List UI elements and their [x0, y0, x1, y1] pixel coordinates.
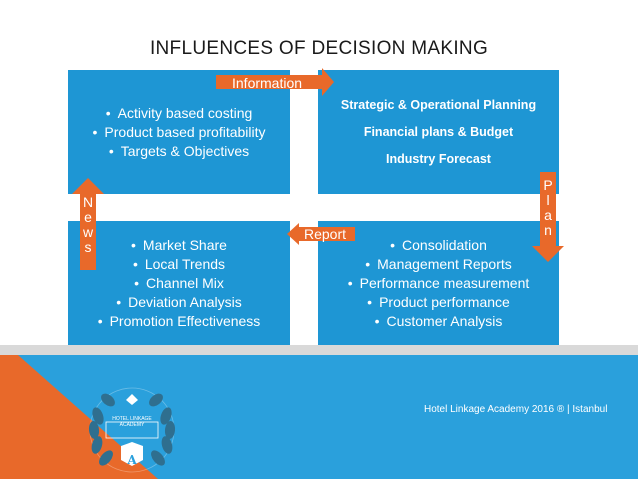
- list-item: Financial plans & Budget: [363, 124, 514, 139]
- list-item: Consolidation: [390, 236, 487, 255]
- logo-line: ACADEMY: [119, 422, 145, 428]
- plan-letter: l: [546, 192, 550, 208]
- news-letter: N: [82, 194, 94, 210]
- list-item: Strategic & Operational Planning: [340, 97, 537, 112]
- footer-band: [0, 345, 638, 479]
- list-item: Activity based costing: [106, 104, 253, 123]
- box-bottom-right: Consolidation Management Reports Perform…: [318, 221, 559, 345]
- logo-letter: A: [127, 453, 137, 467]
- plan-letter: P: [543, 177, 553, 193]
- list-item: Channel Mix: [134, 274, 224, 293]
- box-top-right: Strategic & Operational Planning Financi…: [318, 70, 559, 194]
- news-letter: s: [84, 239, 92, 255]
- list-item: Management Reports: [365, 255, 512, 274]
- report-arrow: [287, 223, 355, 245]
- footer-text: Hotel Linkage Academy 2016 ® | Istanbul: [424, 404, 608, 415]
- logo-line: HOTEL LINKAGE: [112, 416, 152, 422]
- news-arrow: [72, 178, 104, 270]
- box-top-left: Activity based costing Product based pro…: [68, 70, 290, 194]
- list-item: Deviation Analysis: [116, 293, 242, 312]
- news-letter: e: [84, 209, 92, 225]
- list-item: Market Share: [131, 236, 227, 255]
- plan-letter: a: [544, 207, 552, 223]
- news-label: N e w s: [81, 195, 95, 255]
- report-label: Report: [304, 226, 347, 242]
- plan-label: P l a n: [541, 178, 555, 238]
- footer-blue-shape: [18, 355, 638, 479]
- logo-name: HOTEL LINKAGE ACADEMY: [106, 416, 158, 428]
- plan-arrow: [532, 172, 564, 262]
- list-item: Targets & Objectives: [109, 142, 249, 161]
- list-item: Performance measurement: [348, 274, 530, 293]
- box-bottom-left: Market Share Local Trends Channel Mix De…: [68, 221, 290, 345]
- list-item: Promotion Effectiveness: [98, 312, 261, 331]
- page-title: INFLUENCES OF DECISION MAKING: [149, 38, 489, 59]
- plan-letter: n: [544, 222, 552, 238]
- news-letter: w: [82, 224, 94, 240]
- information-label: Information: [232, 75, 303, 91]
- academy-logo-icon: [88, 387, 176, 473]
- list-item: Product based profitability: [93, 123, 265, 142]
- list-item: Product performance: [367, 293, 510, 312]
- list-item: Industry Forecast: [386, 151, 491, 166]
- information-arrow: [216, 68, 334, 96]
- list-item: Local Trends: [133, 255, 225, 274]
- list-item: Customer Analysis: [375, 312, 502, 331]
